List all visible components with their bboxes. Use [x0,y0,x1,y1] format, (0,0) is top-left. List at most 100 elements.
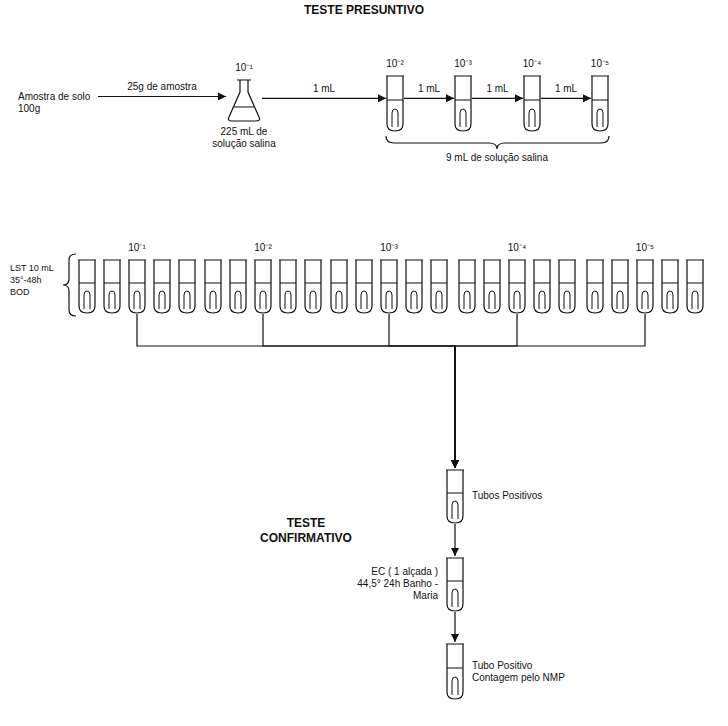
durham-tube [392,109,398,127]
tube-drawing [523,76,541,131]
node-label: EC ( 1 alçada ) 44,5° 24h Banho - Maria [348,566,438,602]
tube-drawing [178,260,196,313]
durham-tube [529,109,535,127]
tube-node: 10⁻² [386,74,404,132]
edge-label: 25g de amostra [125,81,199,93]
tube-drawing [153,260,171,313]
durham-tube [452,677,458,695]
tube-outline [386,74,404,132]
durham-tube [489,291,495,309]
durham-tube [539,291,545,309]
flow-arrow [455,314,517,468]
note-label: 9 mL de solução salina [427,151,567,164]
tube-node: EC ( 1 alçada ) 44,5° 24h Banho - Maria [446,556,464,612]
tube-drawing [229,260,247,313]
tube-node: 10⁻⁴ [523,74,541,132]
note-label: LST 10 mL 35°-48h BOD [10,262,62,298]
flow-arrow [263,314,455,468]
tube-drawing [330,260,348,313]
tube-drawing [78,260,96,313]
durham-tube [436,291,442,309]
durham-tube [310,291,316,309]
flow-arrow [404,98,454,99]
durham-tube [597,109,603,127]
durham-tube [617,291,623,309]
tube-node: Tubo Positivo Contagem pelo NMP [446,642,464,700]
tube-group: 10⁻³ [330,258,448,314]
node-label: Tubos Positivos [472,490,582,502]
durham-tube [667,291,673,309]
durham-tube [210,291,216,309]
tube-drawing [446,644,464,699]
tube-drawing [508,260,526,313]
tube-drawing [355,260,373,313]
flask-outline [226,78,262,122]
durham-tube [642,291,648,309]
flask-drawing [228,80,259,121]
node-label: 10⁻⁴ [458,242,576,254]
durham-tube [134,291,140,309]
tube-group: 10⁻² [204,258,322,314]
durham-tube [184,291,190,309]
tube-drawing [661,260,679,313]
node-label: 10⁻¹ [216,62,272,74]
flow-arrow [541,98,591,99]
diagram-title: TESTE PRESUNTIVO [0,4,728,16]
group-outline [204,258,322,314]
durham-tube [692,291,698,309]
group-outline [458,258,576,314]
flow-arrow [137,314,455,468]
durham-tube [159,291,165,309]
tube-drawing [446,470,464,523]
flow-arrow [262,98,386,99]
node-label: 10⁻⁵ [577,58,623,70]
tube-outline [446,468,464,524]
tube-drawing [591,76,609,131]
tube-node: 10⁻⁵ [591,74,609,132]
flow-arrow [389,314,455,468]
durham-tube [460,109,466,127]
group-outline [78,258,196,314]
node-label: 10⁻³ [330,242,448,254]
note-label: TESTE CONFIRMATIVO [250,516,362,546]
flow-arrow [455,314,645,468]
tube-drawing [279,260,297,313]
flow-arrow [454,524,455,556]
group-outline [330,258,448,314]
durham-tube [386,291,392,309]
node-label: 225 mL de solução salina [202,126,286,150]
tube-drawing [204,260,222,313]
durham-tube [235,291,241,309]
durham-tube [260,291,266,309]
tube-drawing [254,260,272,313]
tube-node: Tubos Positivos [446,468,464,524]
edge-label: 1 mL [484,83,510,95]
node-label: 10⁻⁴ [509,58,555,70]
durham-tube [452,589,458,607]
flow-arrow [98,96,226,97]
node-label: 10⁻⁵ [586,242,704,254]
durham-tube [84,291,90,309]
tube-drawing [128,260,146,313]
durham-tube [361,291,367,309]
tube-drawing [586,260,604,313]
tube-drawing [558,260,576,313]
tube-group: 10⁻⁴ [458,258,576,314]
flask-node: 10⁻¹225 mL de solução salina [226,78,262,122]
tube-drawing [430,260,448,313]
edge-label: 1 mL [311,83,337,95]
edge-label: 1 mL [553,83,579,95]
tube-outline [591,74,609,132]
tube-drawing [686,260,704,313]
tube-node: 10⁻³ [454,74,472,132]
durham-tube [109,291,115,309]
node-label: 10⁻² [372,58,418,70]
node-label: Tubo Positivo Contagem pelo NMP [472,660,576,684]
durham-tube [464,291,470,309]
tube-drawing [458,260,476,313]
durham-tube [411,291,417,309]
tube-drawing [611,260,629,313]
tube-drawing [636,260,654,313]
